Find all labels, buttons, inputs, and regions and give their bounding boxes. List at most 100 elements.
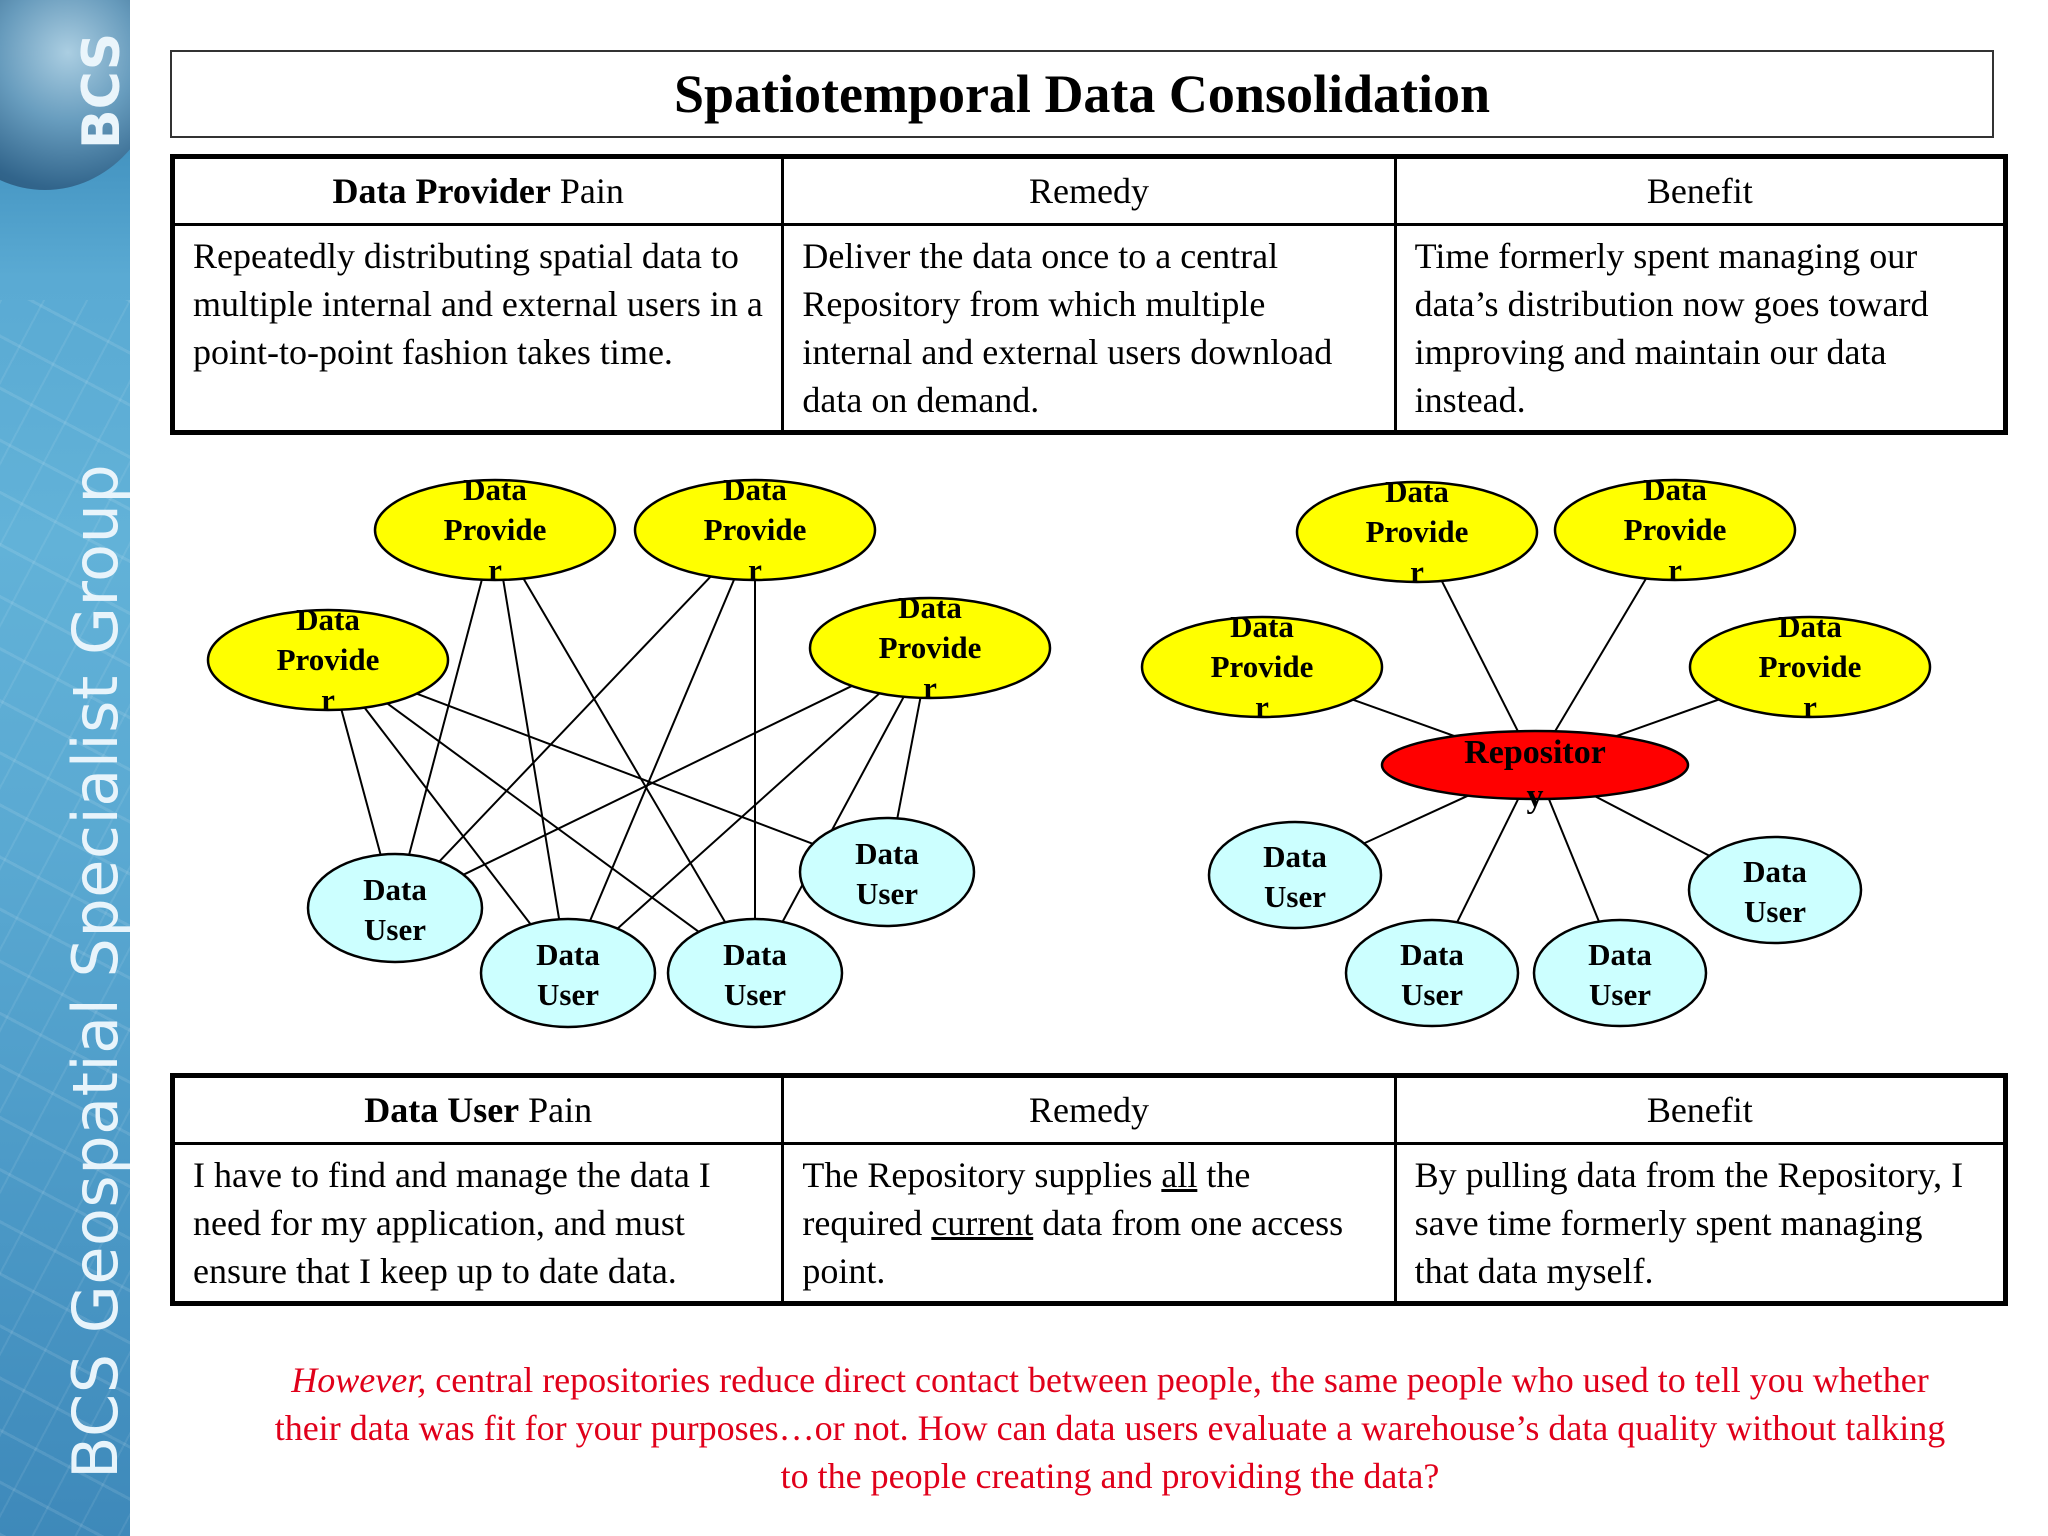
connector-line xyxy=(502,579,561,920)
connector-line xyxy=(1352,698,1455,738)
connector-line xyxy=(1547,798,1600,922)
globe-image xyxy=(0,0,130,190)
provider-benefit-cell: Time formerly spent managing our data’s … xyxy=(1393,223,2008,434)
connector-line xyxy=(1456,798,1520,923)
connector-line xyxy=(1363,794,1469,845)
node-label: User xyxy=(856,876,918,911)
footer-note: However, central repositories reduce dir… xyxy=(274,1360,1946,1496)
node-label: Data xyxy=(1588,937,1652,972)
connector-line xyxy=(340,709,382,856)
network-diagram: DataProviderDataProviderDataProviderData… xyxy=(206,472,1932,1029)
user-pain-header: Data User Pain xyxy=(170,1074,785,1145)
node-label: Data xyxy=(723,472,787,507)
connector-line xyxy=(438,575,712,863)
node-label: Data xyxy=(1400,937,1464,972)
provider-benefit-header: Benefit xyxy=(1393,155,2008,226)
node-label: Provide xyxy=(704,512,807,547)
connector-line xyxy=(522,578,727,923)
connector-line xyxy=(363,707,532,925)
connector-line xyxy=(416,692,814,845)
node-label: Provide xyxy=(1759,649,1862,684)
node-label: Data xyxy=(1778,609,1842,644)
node-label: r xyxy=(488,552,502,587)
title-box: Spatiotemporal Data Consolidation xyxy=(170,50,1994,138)
node-label: User xyxy=(1401,977,1463,1012)
provider-table: Data Provider Pain Remedy Benefit Repeat… xyxy=(170,154,2008,435)
node-label: Data xyxy=(1263,839,1327,874)
node-label: User xyxy=(1589,977,1651,1012)
node-label: Provide xyxy=(444,512,547,547)
connector-line xyxy=(386,702,700,933)
provider-remedy-header: Remedy xyxy=(781,155,1397,226)
node-label: Provide xyxy=(1211,649,1314,684)
node-label: r xyxy=(748,552,762,587)
provider-remedy-cell: Deliver the data once to a central Repos… xyxy=(781,223,1397,434)
connector-line xyxy=(408,579,483,855)
connector-line xyxy=(616,692,881,930)
node-label: r xyxy=(1410,554,1424,589)
connector-line xyxy=(896,697,922,819)
node-label: y xyxy=(1527,778,1544,815)
node-label: Data xyxy=(296,602,360,637)
node-label: r xyxy=(1803,689,1817,724)
user-benefit-header: Benefit xyxy=(1393,1074,2008,1145)
node-label: Provide xyxy=(277,642,380,677)
connector-line xyxy=(1615,698,1720,738)
node-label: Data xyxy=(1230,609,1294,644)
node-label: Provide xyxy=(1366,514,1469,549)
connector-line xyxy=(1554,578,1647,732)
repository-node: Repositor y xyxy=(1380,729,1690,815)
node-label: Data xyxy=(1643,472,1707,507)
node-label: Data xyxy=(536,937,600,972)
node-label: Data xyxy=(1385,474,1449,509)
user-remedy-cell: The Repository supplies all the required… xyxy=(781,1142,1397,1305)
node-label: Repositor xyxy=(1464,734,1606,771)
node-label: Data xyxy=(463,472,527,507)
node-label: r xyxy=(1668,552,1682,587)
sidebar-banner: BCS BCS Geospatial Specialist Group xyxy=(0,0,130,1536)
node-label: User xyxy=(537,977,599,1012)
map-background xyxy=(0,300,130,1536)
user-table: Data User Pain Remedy Benefit I have to … xyxy=(170,1073,2008,1306)
node-label: Provide xyxy=(879,630,982,665)
node-label: Data xyxy=(723,937,787,972)
node-label: User xyxy=(1744,894,1806,929)
user-benefit-cell: By pulling data from the Repository, I s… xyxy=(1393,1142,2008,1305)
node-label: r xyxy=(1255,689,1269,724)
node-label: User xyxy=(724,977,786,1012)
node-label: Data xyxy=(363,872,427,907)
user-pain-cell: I have to find and manage the data I nee… xyxy=(170,1142,785,1305)
page-title: Spatiotemporal Data Consolidation xyxy=(673,64,1491,124)
node-label: r xyxy=(923,670,937,705)
node-label: Data xyxy=(898,590,962,625)
node-label: User xyxy=(1264,879,1326,914)
node-label: User xyxy=(364,912,426,947)
connector-line xyxy=(463,685,853,876)
bcs-logo: BCS xyxy=(72,32,130,149)
provider-pain-cell: Repeatedly distributing spatial data to … xyxy=(170,223,785,434)
connector-line xyxy=(1440,580,1519,732)
user-remedy-header: Remedy xyxy=(781,1074,1397,1145)
node-label: r xyxy=(321,682,335,717)
connector-line xyxy=(1594,795,1710,857)
node-label: Data xyxy=(1743,854,1807,889)
node-label: Data xyxy=(855,836,919,871)
provider-pain-header: Data Provider Pain xyxy=(170,155,785,226)
node-label: Provide xyxy=(1624,512,1727,547)
